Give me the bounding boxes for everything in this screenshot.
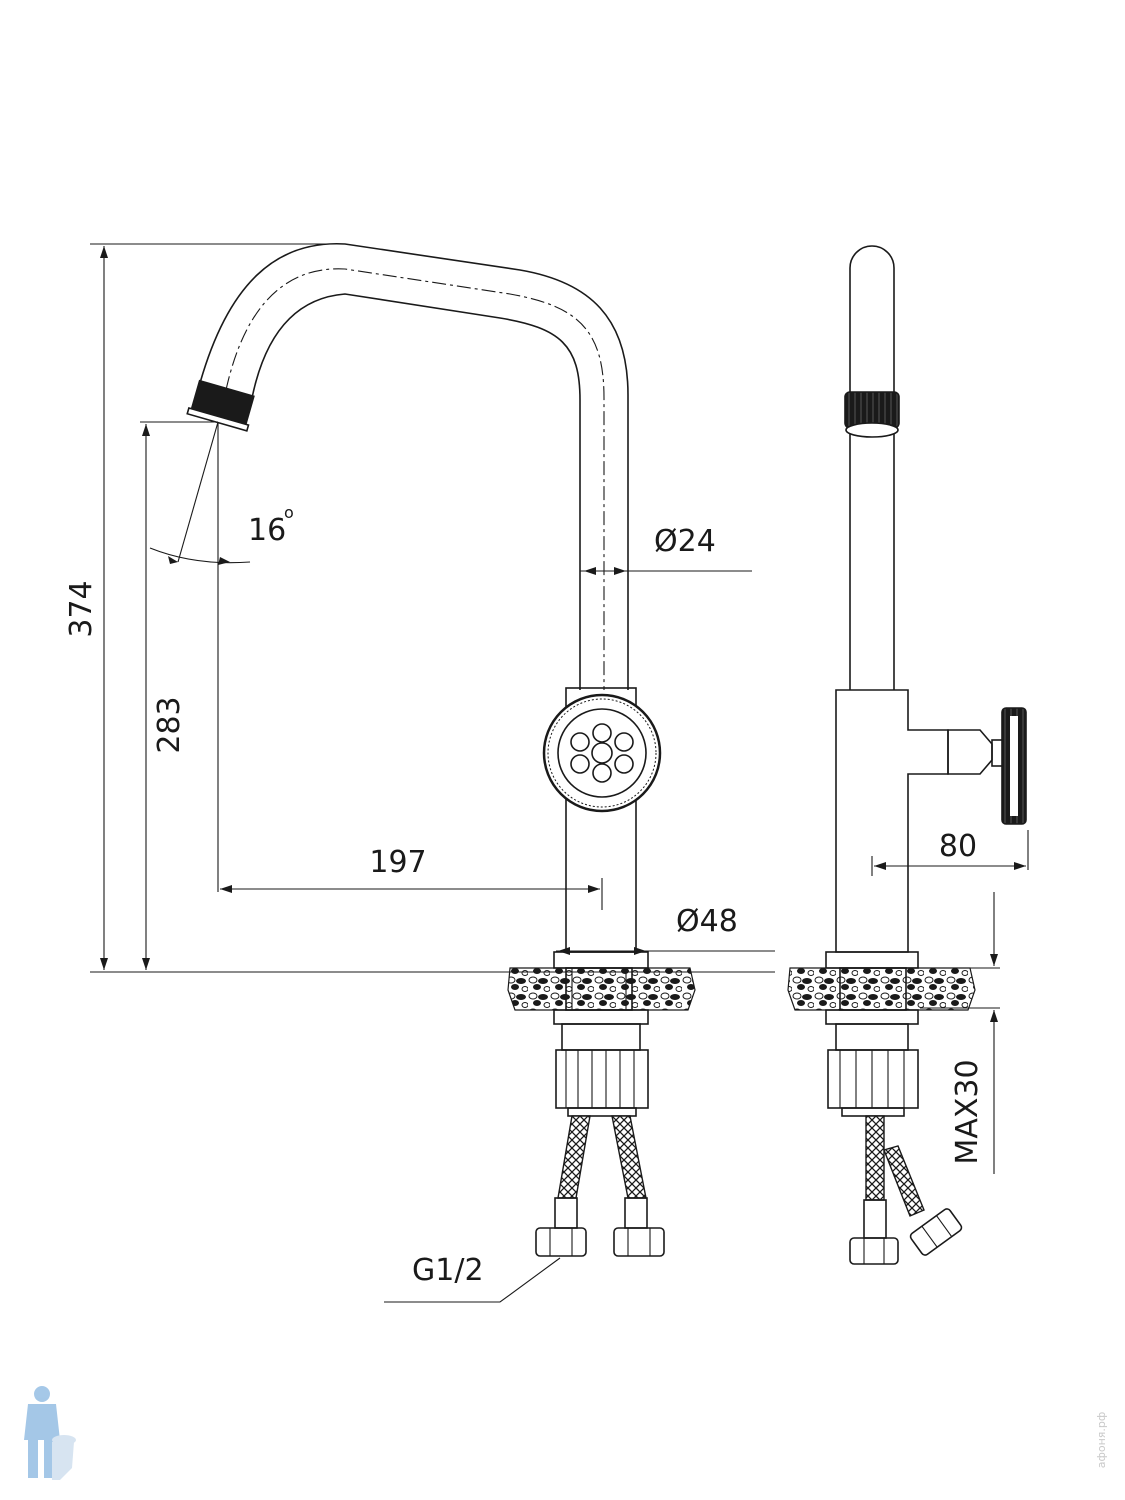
side-aerator-outlet bbox=[845, 422, 899, 438]
side-base-washer bbox=[825, 1009, 919, 1025]
dim-total-height: 374 bbox=[64, 580, 99, 637]
side-view: 80 MAX30 bbox=[787, 245, 1029, 1265]
side-spout-tube bbox=[849, 245, 895, 690]
side-fixing-nut bbox=[827, 1049, 919, 1117]
spout-centerline bbox=[225, 268, 605, 690]
front-view: 374 283 16 o Ø24 197 Ø48 G1/2 bbox=[64, 243, 775, 1303]
base-flange bbox=[553, 951, 649, 969]
countertop-section-left bbox=[507, 967, 696, 1011]
extension-line-spout-angle bbox=[177, 421, 219, 563]
spout-inner-contour bbox=[251, 293, 581, 690]
dim-spout-height: 283 bbox=[152, 696, 187, 753]
dim-base-diameter: Ø48 bbox=[676, 904, 738, 939]
angle-arrow-right bbox=[218, 557, 230, 565]
dim-max-deck-thickness: MAX30 bbox=[950, 1059, 985, 1164]
spout-outer-contour bbox=[199, 243, 629, 690]
side-mount-stud bbox=[835, 1023, 909, 1051]
aerator bbox=[186, 379, 255, 432]
handle-knob bbox=[542, 693, 662, 813]
flex-hoses bbox=[535, 1115, 665, 1257]
dim-spout-angle-degree: o bbox=[284, 503, 294, 522]
angle-arrow-left bbox=[168, 556, 178, 564]
mount-stud bbox=[561, 1023, 641, 1051]
countertop-section-right bbox=[787, 967, 976, 1011]
watermark-text: афоня.рф bbox=[1095, 1412, 1108, 1469]
side-base-flange bbox=[825, 951, 919, 969]
dim-arc-angle bbox=[149, 547, 251, 564]
fixing-nut bbox=[555, 1049, 649, 1117]
dim-spout-angle: 16 bbox=[248, 513, 286, 548]
dim-reach: 197 bbox=[369, 845, 426, 880]
side-body bbox=[835, 689, 949, 953]
dim-tube-diameter: Ø24 bbox=[654, 524, 716, 559]
base-washer bbox=[553, 1009, 649, 1025]
dim-hose-thread: G1/2 bbox=[412, 1253, 484, 1288]
side-flex-hoses bbox=[849, 1115, 963, 1265]
plumber-mascot-icon bbox=[24, 1386, 76, 1480]
side-handle bbox=[947, 707, 1027, 825]
dim-handle-offset: 80 bbox=[939, 829, 977, 864]
leader-hose-thread bbox=[384, 1257, 561, 1303]
